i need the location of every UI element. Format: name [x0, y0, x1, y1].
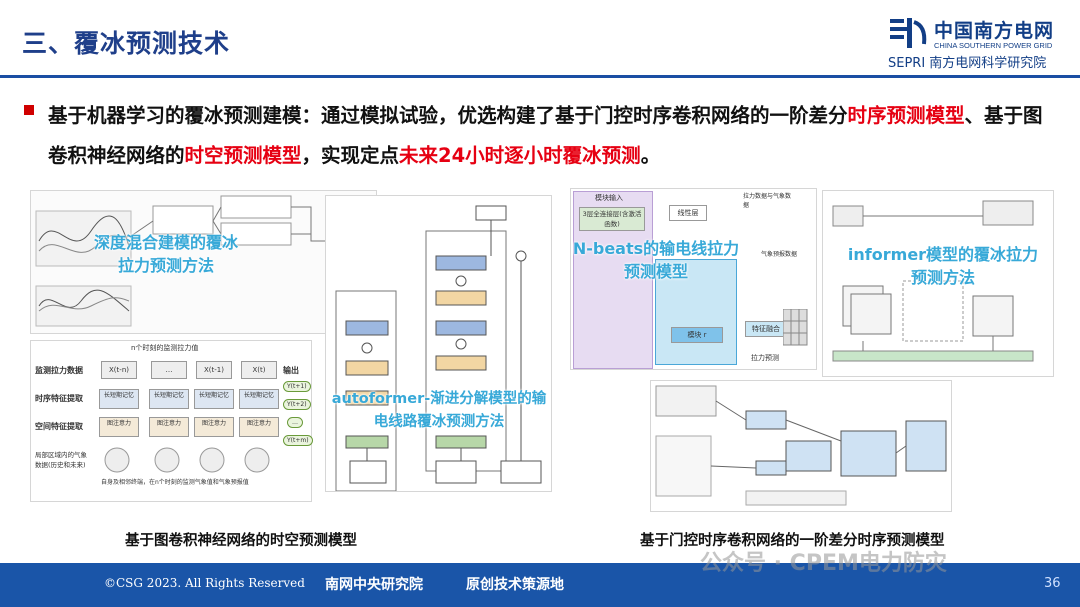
- company-logo: 中国南方电网 CHINA SOUTHERN POWER GRID SEPRI 南…: [888, 14, 1068, 71]
- logo-chinese-name: 中国南方电网: [934, 20, 1055, 42]
- gated-tcn-graphic: [655, 385, 947, 506]
- gcn-top-note: n个时刻的监测拉力值: [131, 344, 199, 352]
- autoformer-diagram: autoformer-渐进分解模型的输电线路覆冰预测方法: [325, 195, 552, 492]
- header-divider: [0, 75, 1080, 78]
- gcn-model-diagram: n个时刻的监测拉力值 监测拉力数据 时序特征提取 空间特征提取 局部区域内的气象…: [30, 340, 313, 502]
- nbeats-fc-box: 3层全连接层(含激活函数): [579, 207, 645, 231]
- footer-slogan-2: 原创技术策源地: [466, 577, 564, 593]
- gcn-bottom-note: 自身及相邻终端，在n个时刻的监测气象值和气象预报值: [101, 479, 249, 486]
- gcn-lstm-cell-2: 长短期记忆: [149, 389, 189, 409]
- footer-bar: ©CSG 2023. All Rights Reserved 南网中央研究院 原…: [0, 563, 1080, 607]
- footer-slogan-1: 南网中央研究院: [325, 577, 423, 593]
- lead-text-3: ，实现定点: [301, 144, 400, 167]
- lead-text-1: 基于机器学习的覆冰预测建模：通过模拟试验，优选构建了基于门控时序卷积网络的一阶差…: [48, 104, 848, 127]
- informer-graphic: [832, 200, 1034, 362]
- autoformer-graphic: [335, 205, 542, 491]
- gcn-graph-nodes: [104, 447, 270, 473]
- gcn-lstm-cell-1: 长短期记忆: [99, 389, 139, 409]
- gcn-output-2: Y(t+2): [283, 399, 311, 410]
- deep-mix-diagram: 深度混合建模的覆冰拉力预测方法: [30, 190, 377, 334]
- gcn-lstm-cell-4: 长短期记忆: [239, 389, 279, 409]
- gcn-node-1: X(t-n): [101, 361, 137, 379]
- bullet-marker: [24, 105, 34, 115]
- gcn-node-2: …: [151, 361, 187, 379]
- lead-text-4: 。: [640, 144, 661, 167]
- page-number: 36: [1044, 576, 1061, 591]
- footer-copyright: ©CSG 2023. All Rights Reserved: [104, 576, 305, 590]
- gated-tcn-diagram: [650, 380, 952, 512]
- lead-highlight-3: 未来24小时逐小时覆冰预测: [399, 144, 641, 167]
- gcn-row-label-1: 监测拉力数据: [35, 366, 83, 375]
- nbeats-input-label: 模块输入: [595, 194, 623, 202]
- nbeats-fusion-box: 特征融合: [745, 321, 787, 337]
- autoformer-overlay-label: autoformer-渐进分解模型的输电线路覆冰预测方法: [331, 391, 547, 430]
- caption-gcn-model: 基于图卷积神经网络的时空预测模型: [125, 533, 357, 549]
- nbeats-tension-label: 拉力数据与气象数据: [743, 193, 792, 209]
- gcn-node-3: X(t-1): [196, 361, 232, 379]
- gcn-output-1: Y(t+1): [283, 381, 311, 392]
- lead-highlight-2: 时空预测模型: [184, 144, 302, 167]
- nbeats-block-panel: [655, 259, 737, 365]
- nbeats-weather-label: 气象预报数据: [761, 251, 798, 258]
- gcn-row-label-3: 空间特征提取: [35, 422, 83, 431]
- nbeats-grid-graphic: [783, 309, 808, 346]
- nbeats-block-box: 模块 r: [671, 327, 723, 343]
- gcn-output-label: 输出: [283, 366, 299, 375]
- gcn-attn-cell-2: 图注意力: [149, 417, 189, 437]
- logo-institute-name: SEPRI 南方电网科学研究院: [888, 56, 1047, 71]
- lead-text-2: 、基于图卷积神经网络的: [48, 104, 1043, 167]
- nbeats-diagram: 模块输入 3层全连接层(含激活函数) 线性层 模块 r 拉力数据与气象数据 气象…: [570, 188, 817, 370]
- logo-english-name: CHINA SOUTHERN POWER GRID: [934, 41, 1053, 50]
- lead-paragraph: 基于机器学习的覆冰预测建模：通过模拟试验，优选构建了基于门控时序卷积网络的一阶差…: [48, 96, 1058, 176]
- gcn-lstm-cell-3: 长短期记忆: [194, 389, 234, 409]
- gcn-attn-cell-1: 图注意力: [99, 417, 139, 437]
- gcn-row-label-4: 局部区域内的气象数据(历史和未来): [35, 451, 87, 469]
- deep-mix-overlay-label: 深度混合建模的覆冰拉力预测方法: [93, 233, 238, 275]
- lead-highlight-1: 时序预测模型: [847, 104, 965, 127]
- informer-overlay-label: informer模型的覆冰拉力预测方法: [847, 245, 1039, 287]
- page-title: 三、覆冰预测技术: [22, 29, 231, 58]
- nbeats-linear-box: 线性层: [669, 205, 707, 221]
- caption-gated-tcn-model: 基于门控时序卷积网络的一阶差分时序预测模型: [640, 533, 945, 549]
- gcn-attn-cell-3: 图注意力: [194, 417, 234, 437]
- nbeats-overlay-label: N-beats的输电线拉力预测模型: [572, 239, 740, 281]
- watermark-text: 公众号 · CPEM电力防灾: [700, 551, 947, 576]
- csg-logo-icon: [890, 18, 927, 48]
- informer-diagram: informer模型的覆冰拉力预测方法: [822, 190, 1054, 377]
- nbeats-pred-label: 拉力预测: [751, 354, 779, 362]
- gcn-node-4: X(t): [241, 361, 277, 379]
- deep-mix-graphic: [35, 195, 372, 327]
- gcn-row-label-2: 时序特征提取: [35, 394, 83, 403]
- gcn-output-3: …: [287, 417, 303, 428]
- gcn-attn-cell-4: 图注意力: [239, 417, 279, 437]
- gcn-output-4: Y(t+m): [283, 435, 313, 446]
